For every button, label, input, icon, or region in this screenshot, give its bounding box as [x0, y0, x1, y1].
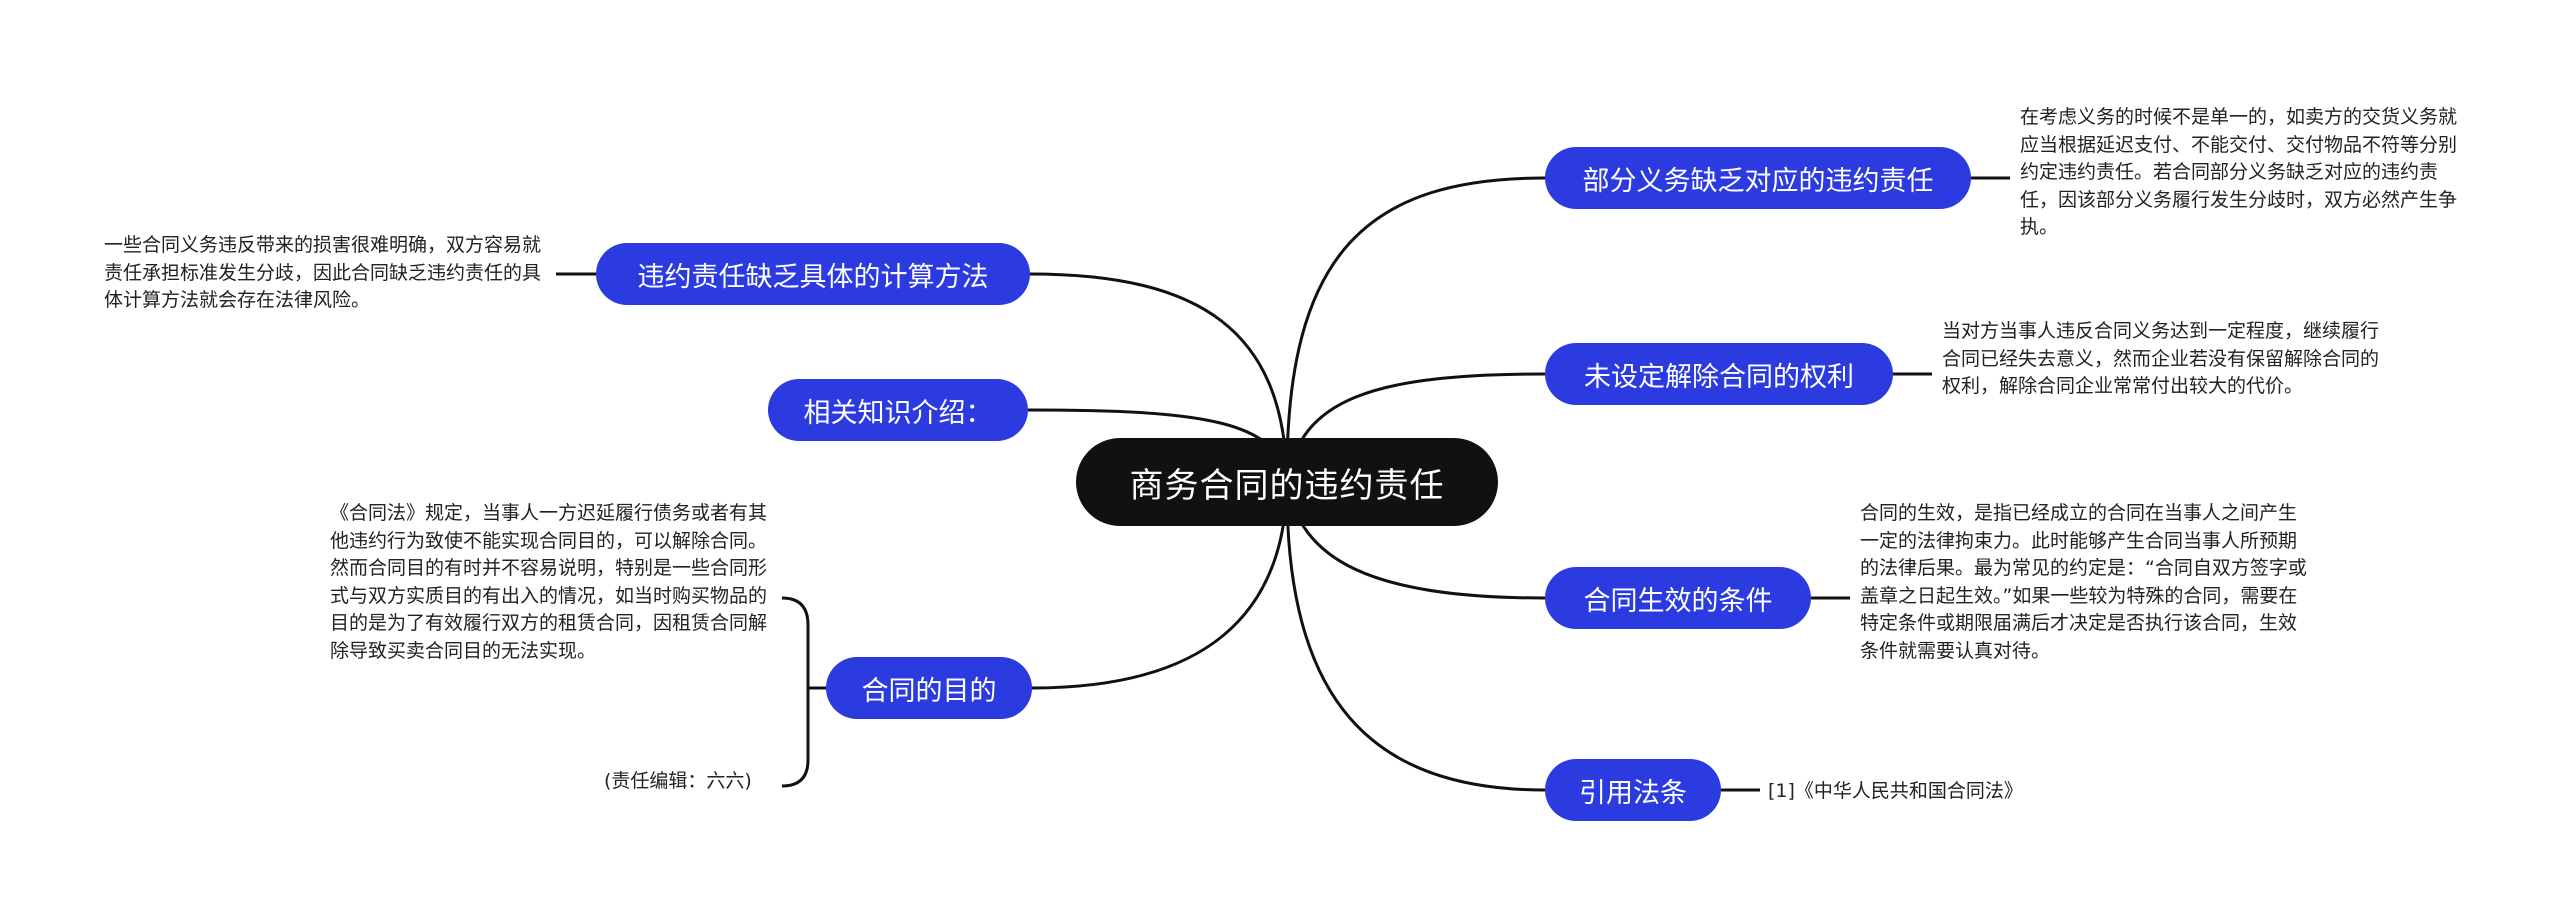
topic-calculation-method[interactable]: 违约责任缺乏具体的计算方法 [596, 243, 1030, 305]
link-center-t4 [1285, 481, 1546, 792]
note-contract-purpose: 《合同法》规定，当事人一方迟延履行债务或者有其他违约行为致使不能实现合同目的，可… [330, 502, 768, 662]
topic-effective-conditions[interactable]: 合同生效的条件 [1545, 567, 1811, 629]
topic-cited-law[interactable]: 引用法条 [1545, 759, 1721, 821]
topic-termination-right[interactable]: 未设定解除合同的权利 [1545, 343, 1893, 405]
note-bracket [781, 596, 810, 788]
topic-partial-obligations[interactable]: 部分义务缺乏对应的违约责任 [1545, 147, 1971, 209]
link-center-t1 [1285, 176, 1546, 483]
note-effective-conditions: 合同的生效，是指已经成立的合同在当事人之间产生一定的法律拘束力。此时能够产生合同… [1860, 502, 2307, 662]
note-calculation-method: 一些合同义务违反带来的损害很难明确，双方容易就责任承担标准发生分歧，因此合同缺乏… [104, 234, 542, 311]
topic-related-knowledge[interactable]: 相关知识介绍： [768, 379, 1028, 441]
note-cited-law: [1]《中华人民共和国合同法》 [1768, 780, 2023, 802]
note-partial-obligations: 在考虑义务的时候不是单一的，如卖方的交货义务就应当根据延迟支付、不能交付、交付物… [2020, 106, 2458, 238]
topic-contract-purpose[interactable]: 合同的目的 [826, 657, 1032, 719]
link-center-t5 [1029, 272, 1289, 483]
note-termination-right: 当对方当事人违反合同义务达到一定程度，继续履行合同已经失去意义，然而企业若没有保… [1942, 320, 2380, 397]
central-topic[interactable]: 商务合同的违约责任 [1076, 438, 1498, 526]
link-center-t7 [1031, 481, 1289, 690]
note-editor: (责任编辑：六六) [604, 770, 752, 792]
